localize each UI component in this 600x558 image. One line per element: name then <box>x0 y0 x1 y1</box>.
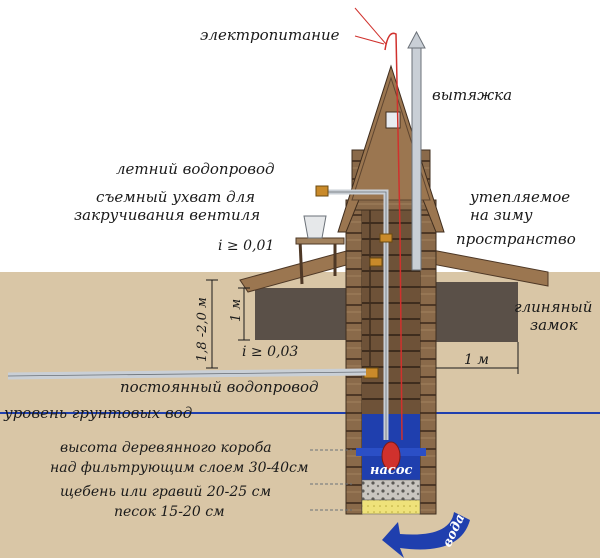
shelf <box>295 237 345 245</box>
label-depth-range: 1,8 -2,0 м <box>195 297 210 362</box>
label-slope-bottom: i ≥ 0,03 <box>242 344 298 360</box>
label-sand: песок 15-20 см <box>114 504 225 520</box>
label-width-1m: 1 м <box>464 352 489 368</box>
label-handle-1: съемный ухват для <box>96 188 255 206</box>
power-cable <box>384 32 403 441</box>
roof-window <box>385 111 401 129</box>
label-insulated-3: пространство <box>456 230 576 248</box>
exhaust-pipe <box>411 47 422 271</box>
permanent-pipe-outline <box>7 371 367 377</box>
label-summer-pipe: летний водопровод <box>116 160 274 178</box>
valve-mid <box>369 257 383 267</box>
label-depth-1m: 1 м <box>229 299 244 322</box>
label-clay-2: замок <box>530 316 578 334</box>
gravel-layer <box>361 479 421 501</box>
label-groundwater: уровень грунтовых вод <box>3 404 192 422</box>
label-handle-2: закручивания вентиля <box>74 206 260 224</box>
label-box-height-1: высота деревянного короба <box>60 440 272 456</box>
pump <box>381 441 401 471</box>
summer-tap <box>315 185 329 197</box>
layer-dashes <box>310 449 352 511</box>
label-clay-1: глиняный <box>514 298 592 316</box>
label-permanent-pipe: постоянный водопровод <box>120 378 319 396</box>
label-gravel: щебень или гравий 20-25 см <box>60 484 271 500</box>
shaft-wall-right <box>419 199 437 515</box>
valve-bottom <box>363 367 379 379</box>
label-pump: насос <box>370 463 412 478</box>
valve-top <box>379 233 393 243</box>
label-insulated-1: утепляемое <box>469 188 570 206</box>
bucket <box>303 215 327 239</box>
roof-body <box>351 76 431 201</box>
power-leader <box>354 35 385 45</box>
canopy-post-left <box>298 239 304 285</box>
power-leader-top <box>354 7 387 45</box>
dimension-depth <box>206 279 519 374</box>
label-power: электропитание <box>200 26 340 44</box>
clay-lock-left <box>255 288 350 340</box>
water-inflow-arrow <box>382 512 470 558</box>
label-slope-top: i ≥ 0,01 <box>218 238 274 254</box>
label-insulated-2: на зиму <box>470 206 533 224</box>
exhaust-cap <box>407 30 426 49</box>
label-exhaust: вытяжка <box>432 86 512 104</box>
clay-lock-right <box>432 282 518 342</box>
summer-pipe-outline <box>324 191 387 440</box>
label-box-height-2: над фильтрующим слоем 30-40см <box>50 460 309 476</box>
shaft-wall-left <box>345 199 363 515</box>
sand-layer <box>361 499 421 515</box>
